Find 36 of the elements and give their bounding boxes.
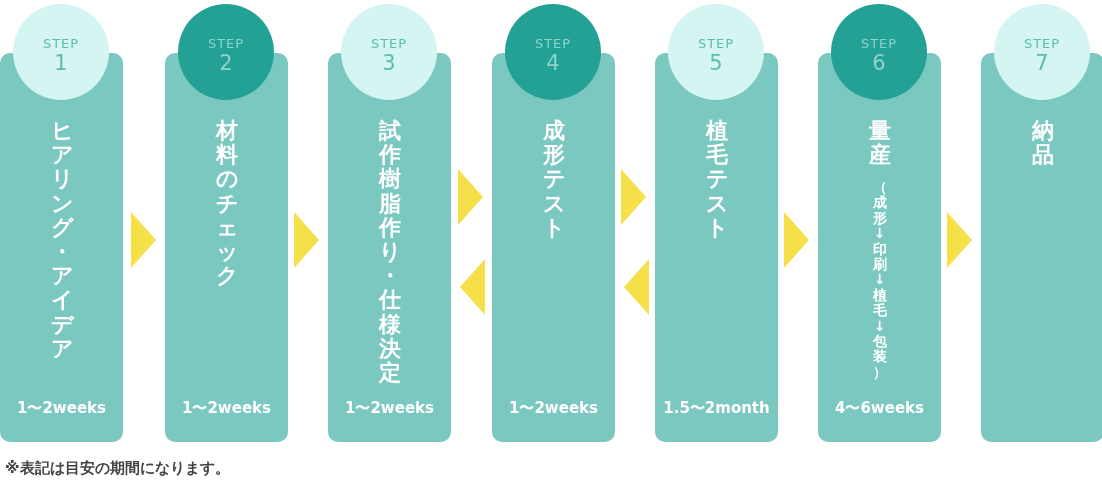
step-title: 材料のチェック <box>215 119 238 289</box>
step-label: STEP <box>1023 35 1061 52</box>
duration-label: 1〜2weeks <box>16 399 107 418</box>
duration-label: 1〜2weeks <box>181 399 272 418</box>
step-title: 納品 <box>1031 119 1054 168</box>
duration-label: 1.5〜2month <box>662 399 771 418</box>
step-label: STEP <box>207 35 245 52</box>
step-card <box>981 53 1102 442</box>
step-title: ヒアリング・アイデア <box>50 119 73 361</box>
step-card <box>0 53 123 442</box>
step-label: STEP <box>370 35 408 52</box>
step-number: 6 <box>872 51 886 77</box>
step-card <box>655 53 778 442</box>
step-number: 3 <box>382 51 396 77</box>
step-card <box>165 53 288 442</box>
step-label: STEP <box>697 35 735 52</box>
step-subtitle: （成形↓印刷↓植毛↓包装） <box>872 180 887 381</box>
duration-label: 1〜2weeks <box>344 399 435 418</box>
step-card <box>328 53 451 442</box>
step-label: STEP <box>534 35 572 52</box>
step-title: 成形テスト <box>542 119 565 240</box>
step-label: STEP <box>860 35 898 52</box>
step-card <box>492 53 615 442</box>
step-number: 4 <box>546 51 560 77</box>
step-title: 試作樹脂作り・仕様決定 <box>378 119 401 386</box>
step-label: STEP <box>42 35 80 52</box>
duration-label: 1〜2weeks <box>508 399 599 418</box>
footnote: ※表記は目安の期間になります。 <box>5 459 230 478</box>
step-title: 植毛テスト <box>705 119 728 240</box>
step-number: 2 <box>219 51 233 77</box>
duration-label: 4〜6weeks <box>834 399 925 418</box>
step-number: 1 <box>54 51 68 77</box>
step-card <box>818 53 941 442</box>
step-number: 5 <box>709 51 723 77</box>
step-title: 量産 <box>868 119 891 168</box>
step-number: 7 <box>1035 51 1049 77</box>
